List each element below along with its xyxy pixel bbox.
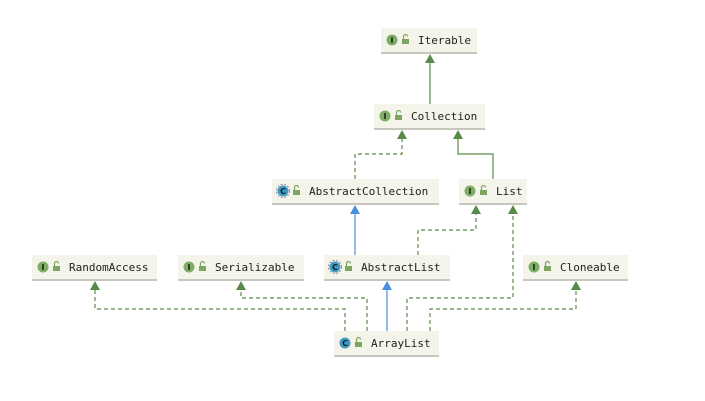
edge-array_list-to-serializable	[236, 281, 368, 331]
edge-array_list-to-random_access	[90, 281, 346, 331]
arrowhead-icon	[397, 130, 407, 139]
badge-letter: I	[391, 36, 394, 45]
node-box	[523, 255, 628, 279]
node-collection[interactable]: I Collection	[374, 104, 485, 130]
edges-layer	[90, 54, 581, 331]
arrowhead-icon	[453, 130, 463, 139]
edge-abstract_list-to-list	[417, 205, 481, 255]
edge-line	[417, 213, 477, 255]
edge-list-to-collection	[453, 130, 494, 179]
lock-icon	[544, 260, 551, 271]
node-random-access[interactable]: I RandomAccess	[32, 255, 157, 281]
node-serializable[interactable]: I Serializable	[178, 255, 304, 281]
lock-icon	[355, 336, 362, 347]
lock-icon	[293, 184, 300, 195]
node-box	[374, 104, 485, 128]
node-label: RandomAccess	[69, 261, 148, 274]
node-box	[32, 255, 157, 279]
lock-icon	[395, 109, 402, 120]
class-badge-icon	[329, 261, 341, 273]
node-abstract-list[interactable]: C AbstractList	[324, 255, 450, 281]
interface-badge-icon	[183, 261, 195, 273]
arrowhead-icon	[471, 205, 481, 214]
edge-collection-to-iterable	[425, 54, 435, 104]
node-label: AbstractList	[361, 261, 440, 274]
interface-badge-icon	[379, 110, 391, 122]
node-cloneable[interactable]: I Cloneable	[523, 255, 628, 281]
interface-badge-icon	[37, 261, 49, 273]
edge-array_list-to-list	[406, 205, 518, 331]
arrowhead-icon	[508, 205, 518, 214]
edge-line	[354, 138, 403, 179]
edge-array_list-to-cloneable	[429, 281, 581, 331]
node-array-list[interactable]: C ArrayList	[334, 331, 439, 357]
node-label: ArrayList	[371, 337, 431, 350]
node-label: Cloneable	[560, 261, 620, 274]
arrowhead-icon	[350, 205, 360, 214]
interface-badge-icon	[464, 185, 476, 197]
edge-line	[457, 138, 494, 179]
badge-letter: I	[533, 263, 536, 272]
badge-letter: I	[384, 112, 387, 121]
class-badge-icon	[277, 185, 289, 197]
node-iterable[interactable]: I Iterable	[381, 28, 477, 54]
arrowhead-icon	[425, 54, 435, 63]
arrowhead-icon	[571, 281, 581, 290]
edge-line	[429, 289, 577, 331]
node-abstract-collection[interactable]: C AbstractCollection	[272, 179, 439, 205]
edge-line	[406, 213, 514, 331]
arrowhead-icon	[90, 281, 100, 290]
node-label: Iterable	[418, 34, 471, 47]
badge-letter: I	[469, 187, 472, 196]
badge-letter: C	[342, 339, 348, 348]
badge-letter: C	[332, 263, 338, 272]
lock-icon	[199, 260, 206, 271]
edge-abstract_list-to-abstract_collection	[350, 205, 360, 255]
node-label: Collection	[411, 110, 477, 123]
node-label: List	[496, 185, 523, 198]
edge-array_list-to-abstract_list	[382, 281, 392, 331]
node-label: Serializable	[215, 261, 294, 274]
lock-icon	[345, 260, 352, 271]
lock-icon	[53, 260, 60, 271]
class-badge-icon	[339, 337, 351, 349]
node-label: AbstractCollection	[309, 185, 428, 198]
badge-letter: I	[42, 263, 45, 272]
interface-badge-icon	[528, 261, 540, 273]
edge-abstract_collection-to-collection	[354, 130, 407, 179]
node-box	[334, 331, 439, 355]
interface-badge-icon	[386, 34, 398, 46]
edge-line	[240, 289, 368, 331]
badge-letter: C	[280, 187, 286, 196]
lock-icon	[402, 33, 409, 44]
edge-line	[94, 289, 346, 331]
arrowhead-icon	[236, 281, 246, 290]
badge-letter: I	[188, 263, 191, 272]
lock-icon	[480, 184, 487, 195]
arrowhead-icon	[382, 281, 392, 290]
node-list[interactable]: I List	[459, 179, 527, 205]
